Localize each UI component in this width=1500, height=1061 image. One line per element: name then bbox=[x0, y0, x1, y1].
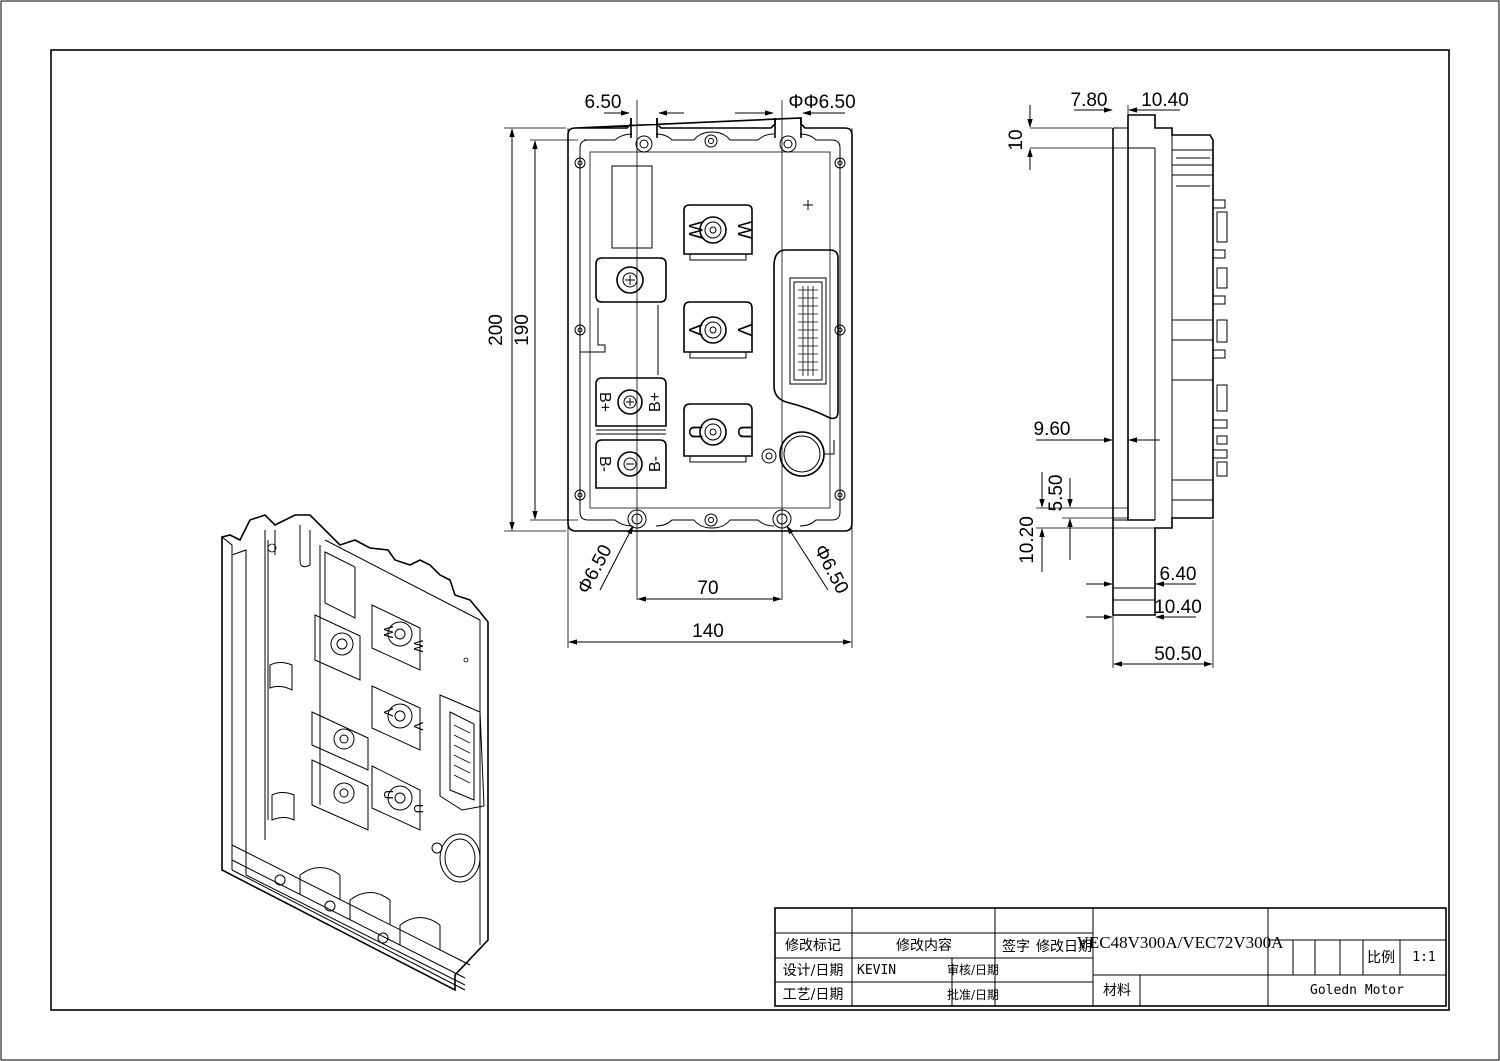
label-design-date: 设计/日期 bbox=[783, 963, 844, 979]
title-block: 修改标记 修改内容 签字 修改日期 设计/日期 KEVIN 审核/日期 工艺/日… bbox=[774, 907, 1447, 1007]
dim-slot-width: 6.50 bbox=[585, 92, 622, 113]
dim-flange-a: 5.50 bbox=[1046, 475, 1067, 512]
svg-text:W: W bbox=[381, 626, 396, 639]
label-rev-date: 修改日期 bbox=[1036, 939, 1092, 955]
connector-pins bbox=[798, 286, 818, 376]
dim-bot-b: 10.40 bbox=[1154, 597, 1202, 618]
terminal-u-left: U bbox=[684, 425, 705, 439]
svg-text:V: V bbox=[411, 722, 426, 731]
label-rev-content: 修改内容 bbox=[896, 937, 952, 954]
isometric-view: W W V V U U bbox=[221, 514, 489, 992]
dim-width: 140 bbox=[692, 621, 724, 642]
svg-text:U: U bbox=[381, 790, 396, 799]
label-material: 材料 bbox=[1103, 983, 1131, 999]
dim-flange-b: 10.20 bbox=[1017, 516, 1038, 564]
label-process-date: 工艺/日期 bbox=[783, 987, 844, 1003]
terminal-w-right: W bbox=[733, 221, 754, 239]
terminal-bminus-left: B- bbox=[596, 456, 613, 472]
dim-hole-spacing: 70 bbox=[697, 578, 718, 599]
scale-value: 1:1 bbox=[1412, 950, 1435, 965]
front-view: W W V V B+ B+ U U B- B- bbox=[486, 92, 856, 648]
terminal-bplus-right: B+ bbox=[647, 392, 664, 412]
dim-bot-a: 6.40 bbox=[1160, 564, 1197, 585]
svg-text:V: V bbox=[381, 708, 396, 717]
dim-mid: 9.60 bbox=[1034, 419, 1071, 440]
dim-hole-dia-br: Φ6.50 bbox=[809, 541, 852, 597]
side-view: 10 7.80 10.40 9.60 10.20 5.50 6.40 10.40… bbox=[1006, 90, 1228, 668]
dim-height-outer: 200 bbox=[486, 314, 507, 346]
label-signature: 签字 bbox=[1002, 938, 1030, 955]
label-approve-date: 批准/日期 bbox=[947, 987, 999, 1002]
label-review-date: 审核/日期 bbox=[947, 962, 999, 977]
terminal-bminus-right: B- bbox=[647, 456, 664, 472]
svg-text:U: U bbox=[411, 804, 426, 813]
terminal-v-left: V bbox=[684, 324, 705, 337]
terminal-u-right: U bbox=[733, 425, 754, 439]
model-number: VEC48V300A/VEC72V300A bbox=[1077, 933, 1285, 952]
designer-name: KEVIN bbox=[857, 963, 896, 978]
svg-text:W: W bbox=[411, 640, 426, 653]
label-rev-mark: 修改标记 bbox=[785, 938, 841, 954]
dim-depth: 50.50 bbox=[1154, 644, 1202, 665]
dim-hole-dia-top: ΦΦ6.50 bbox=[788, 92, 855, 113]
dim-top-small: 10 bbox=[1006, 129, 1027, 150]
dim-top-right: 10.40 bbox=[1141, 90, 1189, 111]
company-name: Goledn Motor bbox=[1310, 983, 1404, 998]
label-scale: 比例 bbox=[1367, 950, 1395, 966]
drawing-frame bbox=[50, 49, 1450, 1011]
terminal-bplus-left: B+ bbox=[596, 392, 613, 412]
terminal-w-left: W bbox=[684, 221, 705, 239]
dim-top-left: 7.80 bbox=[1071, 90, 1108, 111]
dim-height-inner: 190 bbox=[512, 314, 533, 346]
terminal-v-right: V bbox=[733, 324, 754, 337]
